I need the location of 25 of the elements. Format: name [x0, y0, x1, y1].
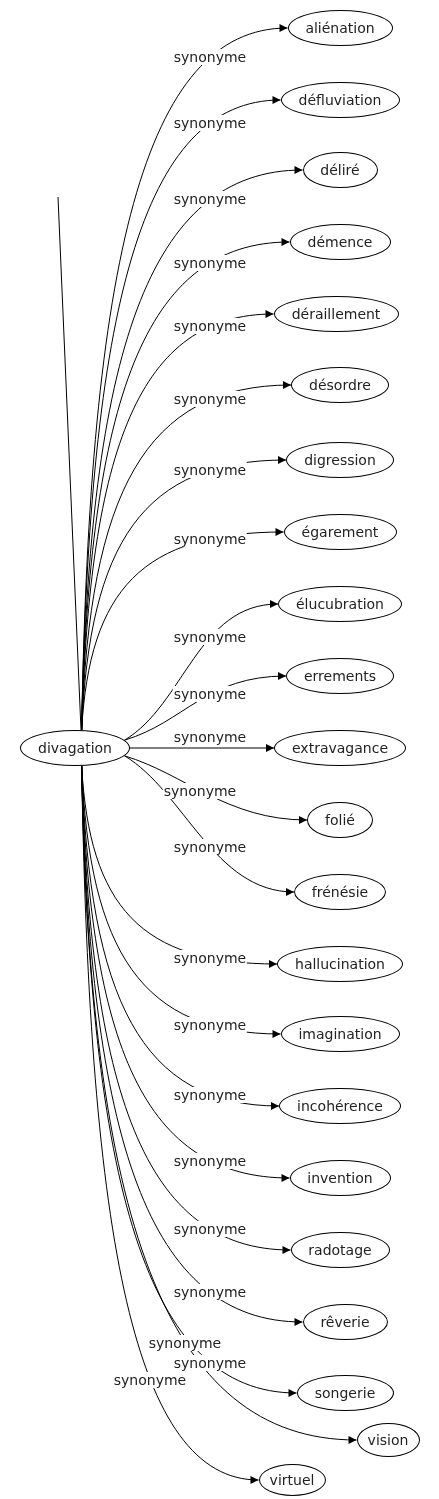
edge-label: synonyme [172, 1017, 248, 1034]
edge-label: synonyme [172, 1086, 248, 1103]
edge-label: synonyme [172, 49, 248, 66]
edge-label: synonyme [162, 782, 238, 799]
edge-label: synonyme [172, 191, 248, 208]
arrow [81, 765, 357, 1444]
arrow [124, 600, 279, 741]
edge-label: synonyme [172, 1284, 248, 1301]
edge-label: synonyme [172, 1152, 248, 1169]
edge-label: synonyme [172, 462, 248, 479]
edge-label: synonyme [172, 530, 248, 547]
edge-label: synonyme [172, 686, 248, 703]
edge-label: synonyme [172, 629, 248, 646]
edge-label: synonyme [112, 1371, 188, 1388]
edge-label: synonyme [172, 318, 248, 335]
edge-label: synonyme [172, 1221, 248, 1238]
connector-line [57, 196, 82, 731]
edge-label: synonyme [172, 950, 248, 966]
edge-label: synonyme [172, 1354, 248, 1371]
edge-label: synonyme [172, 254, 248, 271]
arrow [129, 744, 275, 752]
edge-label: synonyme [172, 114, 248, 131]
edge-label: synonyme [172, 839, 248, 856]
edge-label: synonyme [147, 1334, 223, 1351]
edge-label: synonyme [172, 391, 248, 408]
